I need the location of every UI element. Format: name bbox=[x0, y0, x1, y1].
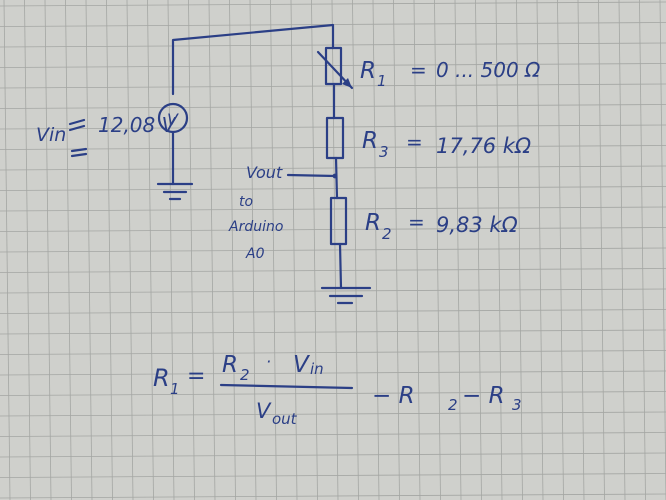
grid-line bbox=[475, 0, 482, 500]
vout-note-a0: A0 bbox=[245, 246, 265, 262]
top-wire bbox=[171, 23, 335, 96]
r1-name: R bbox=[360, 58, 376, 84]
grid-line bbox=[659, 0, 666, 500]
grid-line bbox=[0, 309, 666, 314]
circuit: V bbox=[156, 23, 372, 305]
ground-icon bbox=[320, 286, 372, 305]
formula-numerator-sub: 2 bbox=[240, 366, 250, 384]
vout-note-arduino: Arduino bbox=[228, 219, 283, 235]
r3-sub: 3 bbox=[379, 143, 389, 161]
source-labels: Vin 12,08 V bbox=[36, 113, 177, 158]
vout-note-to: to bbox=[239, 194, 253, 210]
grid-line bbox=[106, 0, 113, 500]
grid-line bbox=[0, 227, 666, 232]
grid-line bbox=[598, 0, 605, 500]
grid-line bbox=[188, 0, 195, 500]
r1-value: 0 ... 500 Ω bbox=[436, 58, 541, 82]
equals-sign bbox=[68, 118, 86, 132]
r2-value: 9,83 kΩ bbox=[436, 213, 518, 237]
formula-numerator-v: V bbox=[293, 352, 311, 378]
grid-line bbox=[557, 0, 564, 500]
junction-dot bbox=[332, 173, 338, 179]
grid-line bbox=[639, 0, 646, 500]
r3-eq: = bbox=[406, 130, 423, 154]
formula-numerator-r: R bbox=[222, 352, 238, 378]
grid-line bbox=[65, 0, 72, 500]
grid-line bbox=[0, 288, 666, 294]
vin-label: Vin bbox=[36, 124, 66, 146]
grid-line bbox=[0, 411, 666, 417]
grid-line bbox=[0, 432, 666, 437]
grid-line bbox=[0, 63, 666, 68]
resistor-r2-icon bbox=[329, 196, 348, 246]
source-symbol: V bbox=[167, 110, 179, 129]
grid-line bbox=[0, 124, 666, 130]
formula-denominator-v: V bbox=[256, 399, 272, 423]
grid-line bbox=[0, 391, 666, 396]
vout-label: Vout bbox=[246, 163, 283, 182]
grid-line bbox=[0, 329, 666, 335]
formula-minus-r3: − R bbox=[462, 383, 505, 409]
grid-line bbox=[577, 0, 585, 500]
grid-line bbox=[0, 1, 666, 7]
vin-value: 12,08 V bbox=[98, 113, 177, 137]
grid-line bbox=[249, 0, 257, 500]
grid-line bbox=[0, 493, 666, 499]
formula-numerator-v-sub: in bbox=[310, 360, 324, 378]
grid-line bbox=[0, 350, 666, 355]
formula-lhs: R bbox=[153, 364, 170, 392]
grid-line bbox=[413, 0, 421, 500]
grid-line bbox=[434, 0, 441, 500]
grid-line bbox=[536, 0, 544, 500]
grid-line bbox=[147, 0, 154, 500]
r2-ground-wire bbox=[338, 242, 343, 290]
grid-line bbox=[0, 145, 666, 150]
formula: R 1 = R 2 · V in V out − R 2 − R 3 bbox=[153, 352, 522, 428]
vout-tap-wire bbox=[286, 173, 337, 178]
grid-line bbox=[126, 0, 134, 500]
formula-minus-r3-sub: 3 bbox=[512, 396, 522, 414]
r2-name: R bbox=[365, 210, 381, 236]
output-labels: Vout to Arduino A0 bbox=[228, 163, 283, 262]
r3-value: 17,76 kΩ bbox=[436, 134, 531, 158]
r3-name: R bbox=[362, 128, 378, 154]
grid-line bbox=[0, 247, 666, 253]
r1-eq: = bbox=[410, 58, 427, 82]
wire-r3-r2 bbox=[334, 156, 339, 200]
grid-line bbox=[3, 0, 11, 500]
grid-line bbox=[44, 0, 52, 500]
formula-eq: = bbox=[187, 364, 205, 389]
grid-line bbox=[229, 0, 236, 500]
grid-line bbox=[495, 0, 503, 500]
equals-sign bbox=[70, 147, 88, 158]
grid-line bbox=[167, 0, 175, 500]
grid-line bbox=[0, 268, 666, 273]
grid-line bbox=[0, 370, 666, 376]
grid-line bbox=[0, 165, 666, 171]
formula-minus-r2: − R bbox=[372, 383, 415, 409]
grid-line bbox=[454, 0, 462, 500]
grid-line bbox=[516, 0, 523, 500]
resistor-labels: R 1 = 0 ... 500 Ω R 3 = 17,76 kΩ R 2 = 9… bbox=[360, 58, 541, 243]
r1-sub: 1 bbox=[377, 72, 387, 90]
formula-lhs-sub: 1 bbox=[170, 380, 180, 398]
r2-sub: 2 bbox=[382, 225, 392, 243]
formula-denominator-sub: out bbox=[272, 410, 298, 428]
fraction-bar bbox=[219, 383, 354, 390]
grid-line bbox=[208, 0, 216, 500]
grid-line bbox=[0, 473, 666, 478]
formula-multiply: · bbox=[266, 352, 271, 371]
grid-line bbox=[85, 0, 93, 500]
formula-minus-r2-sub: 2 bbox=[448, 396, 458, 414]
grid-line bbox=[0, 206, 666, 212]
ground-icon bbox=[156, 182, 194, 201]
potentiometer-arrowhead-icon bbox=[342, 78, 352, 88]
r2-eq: = bbox=[408, 210, 425, 234]
grid-line bbox=[618, 0, 626, 500]
grid-line bbox=[24, 0, 31, 500]
grid-line bbox=[0, 186, 666, 191]
grid-line bbox=[0, 452, 666, 458]
